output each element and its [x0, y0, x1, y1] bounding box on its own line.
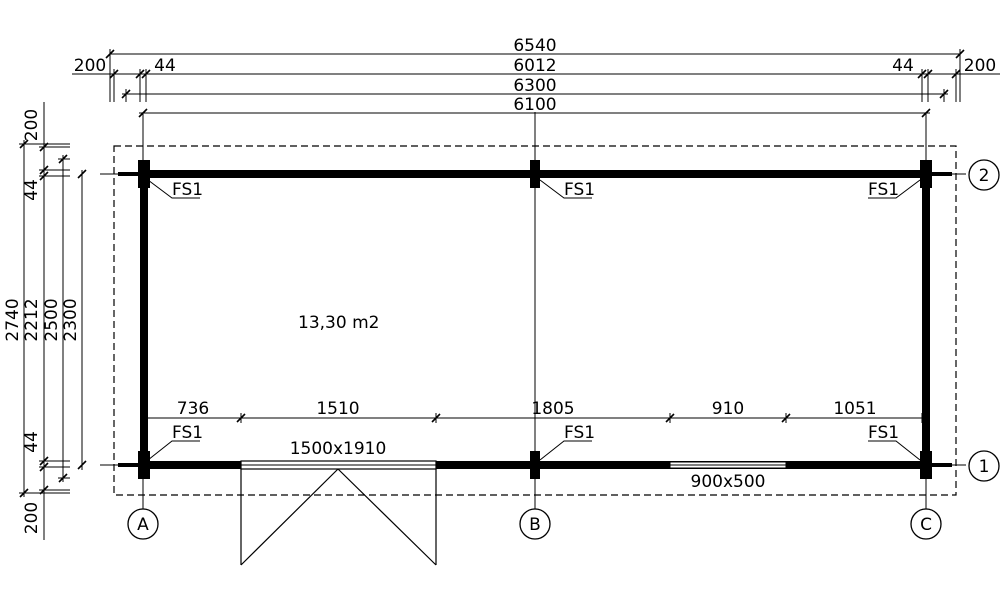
dim-top-overall: 6540	[513, 36, 556, 56]
axis-label-a: A	[137, 515, 149, 535]
dim-top-inner: 6012	[513, 56, 556, 76]
axis-label-2: 2	[979, 166, 990, 186]
dim-top-outer: 6300	[513, 76, 556, 96]
fs-leaders	[147, 179, 921, 461]
door-opening	[240, 460, 437, 566]
fs-label-top-left: FS1	[172, 180, 203, 200]
dim-left-overall: 2740	[3, 298, 23, 341]
dim-left-axis: 2300	[61, 298, 81, 341]
axis-bubble-2: 2	[968, 159, 1000, 191]
window-size-label: 900x500	[691, 472, 766, 492]
axis-bubble-b: B	[519, 508, 551, 540]
dim-bottom-1051: 1051	[833, 399, 876, 419]
dim-bottom-910: 910	[712, 399, 744, 419]
fs-label-bottom-left: FS1	[172, 423, 203, 443]
door-size-label: 1500x1910	[290, 439, 387, 459]
fs-label-top-middle: FS1	[564, 180, 595, 200]
bottom-dimension-chain	[145, 413, 923, 423]
dim-left-outer: 2500	[42, 298, 62, 341]
dim-top-wall-left: 44	[154, 56, 176, 76]
axis-label-b: B	[529, 515, 541, 535]
dim-left-overhang-top: 200	[22, 109, 42, 141]
dim-left-wall-bottom: 44	[22, 431, 42, 453]
axis-label-1: 1	[979, 457, 990, 477]
dim-top-wall-right: 44	[892, 56, 914, 76]
left-dimension-lines	[19, 102, 87, 540]
dim-left-overhang-bottom: 200	[22, 502, 42, 534]
axis-lines	[100, 112, 966, 510]
dim-bottom-736: 736	[177, 399, 209, 419]
dim-top-overhang-left: 200	[74, 56, 106, 76]
fs-label-top-right: FS1	[868, 180, 899, 200]
axis-bubble-1: 1	[968, 450, 1000, 482]
room-area-label: 13,30 m2	[298, 313, 379, 333]
dim-left-inner: 2212	[22, 298, 42, 341]
dim-bottom-1805: 1805	[531, 399, 574, 419]
top-dimension-lines	[72, 49, 1000, 118]
dim-top-axis: 6100	[513, 95, 556, 115]
axis-bubble-c: C	[910, 508, 942, 540]
axis-label-c: C	[920, 515, 932, 535]
dim-bottom-1510: 1510	[316, 399, 359, 419]
axis-bubble-a: A	[127, 508, 159, 540]
dim-top-overhang-right: 200	[964, 56, 996, 76]
fs-label-bottom-middle: FS1	[564, 423, 595, 443]
fs-label-bottom-right: FS1	[868, 423, 899, 443]
dim-left-wall-top: 44	[22, 179, 42, 201]
